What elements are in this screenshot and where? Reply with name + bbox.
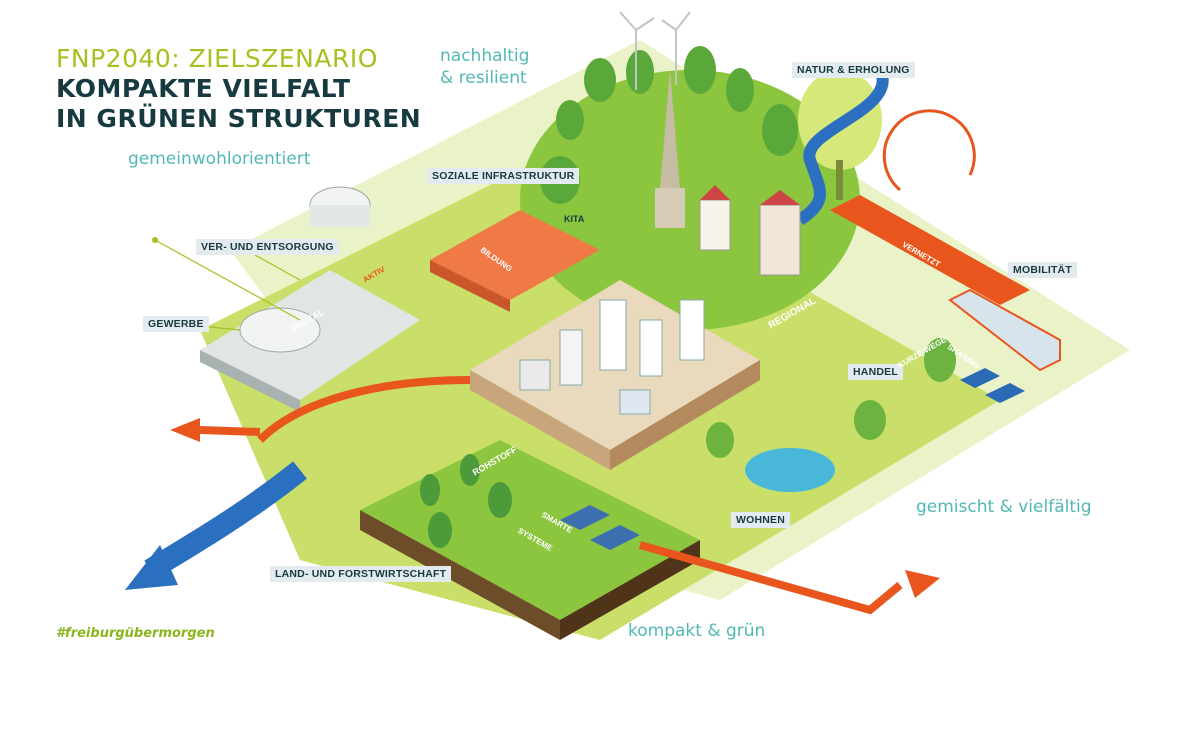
city-buildings <box>519 299 705 415</box>
label-mobilitaet: MOBILITÄT <box>1008 262 1077 278</box>
word-kita: KITA <box>564 214 585 224</box>
label-ver: VER- UND ENTSORGUNG <box>196 239 339 255</box>
title-line-3: IN GRÜNEN STRUKTUREN <box>56 104 422 133</box>
hill-trees <box>540 46 798 204</box>
river-bottom <box>144 461 307 580</box>
orange-arrow-right <box>905 570 940 598</box>
wind-turbines <box>619 11 691 90</box>
bush-cluster <box>706 338 956 458</box>
label-soziale: SOZIALE INFRASTRUKTUR <box>427 168 580 184</box>
land-platform <box>360 440 700 620</box>
orange-arrow-left <box>170 418 200 442</box>
tag-resilient: & resilient <box>440 68 527 88</box>
label-handel: HANDEL <box>848 364 903 380</box>
orange-path-left <box>257 376 471 443</box>
solar-park <box>960 368 1025 403</box>
blue-arrow-head <box>125 545 178 590</box>
circular-arrow <box>882 109 976 192</box>
label-gewerbe: GEWERBE <box>143 316 209 332</box>
city-block-left <box>470 370 610 470</box>
tag-kompakt: kompakt & grün <box>628 621 766 641</box>
land-trees <box>420 454 512 548</box>
label-wohnen: WOHNEN <box>731 512 791 528</box>
tag-nachhaltig: nachhaltig <box>440 46 530 66</box>
church-spire <box>660 70 680 190</box>
orange-path-bottom <box>638 541 903 615</box>
tag-gemischt: gemischt & vielfältig <box>916 497 1092 517</box>
tag-gemeinwohl: gemeinwohlorientiert <box>128 149 311 169</box>
river-top <box>796 67 889 225</box>
label-natur: NATUR & ERHOLUNG <box>792 62 915 78</box>
road <box>830 195 1030 305</box>
label-land: LAND- UND FORSTWIRTSCHAFT <box>270 566 452 582</box>
lake <box>745 448 835 492</box>
title-line-2: KOMPAKTE VIELFALT <box>56 74 351 103</box>
solar-panels <box>560 505 640 550</box>
hashtag: #freiburgübermorgen <box>56 626 215 641</box>
old-town-houses <box>699 185 801 276</box>
title-line-1: FNP2040: ZIELSZENARIO <box>56 44 378 73</box>
train <box>948 288 1061 372</box>
city-block-right <box>610 360 760 470</box>
soziale-platform <box>430 210 600 300</box>
